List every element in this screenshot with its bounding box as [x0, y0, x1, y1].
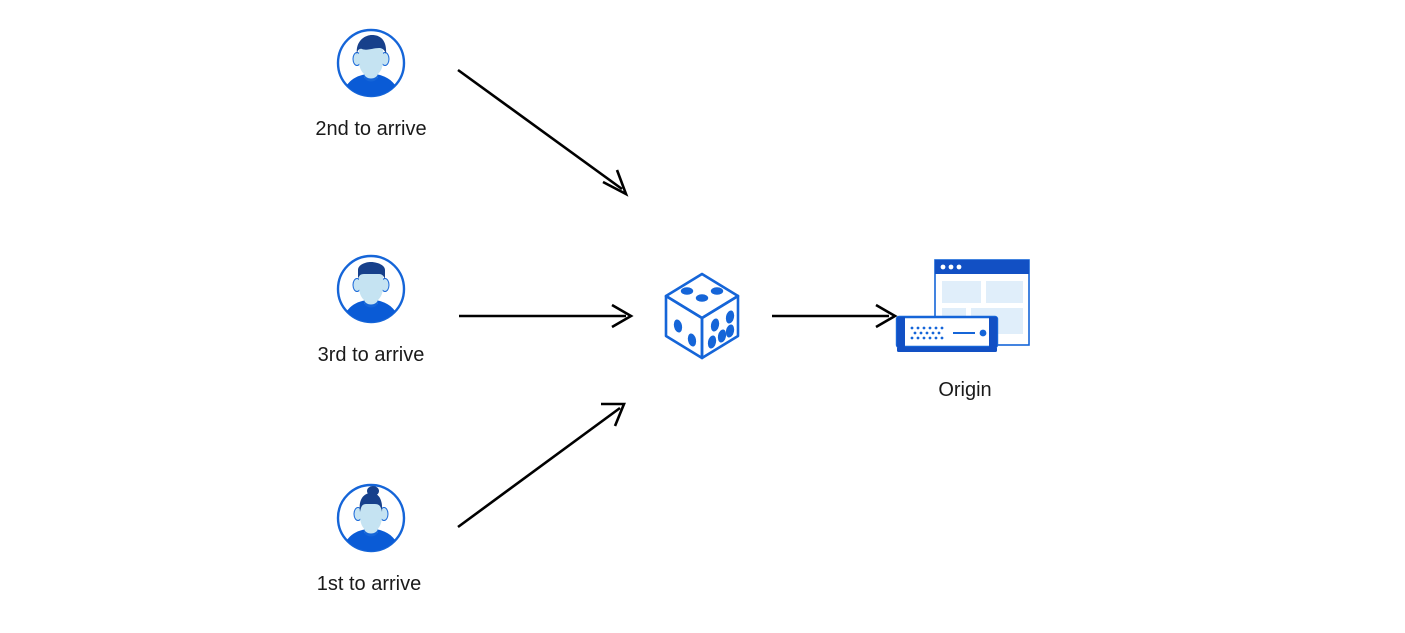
- node-label-user-1st: 1st to arrive: [316, 573, 422, 595]
- user-avatar-icon: [336, 254, 406, 324]
- dice-icon: [664, 272, 740, 360]
- arrow-dice-to-origin: [772, 303, 898, 329]
- arrow-user1-to-dice: [457, 402, 626, 529]
- arrow-user3-to-dice: [459, 303, 634, 329]
- origin-server-icon: [895, 259, 1030, 352]
- node-label-user-3rd: 3rd to arrive: [317, 344, 425, 366]
- node-label-user-2nd: 2nd to arrive: [315, 118, 427, 140]
- node-label-origin: Origin: [938, 379, 992, 401]
- user-avatar-icon: [336, 28, 406, 98]
- user-avatar-icon: [336, 483, 406, 553]
- server-device-icon: [895, 315, 999, 352]
